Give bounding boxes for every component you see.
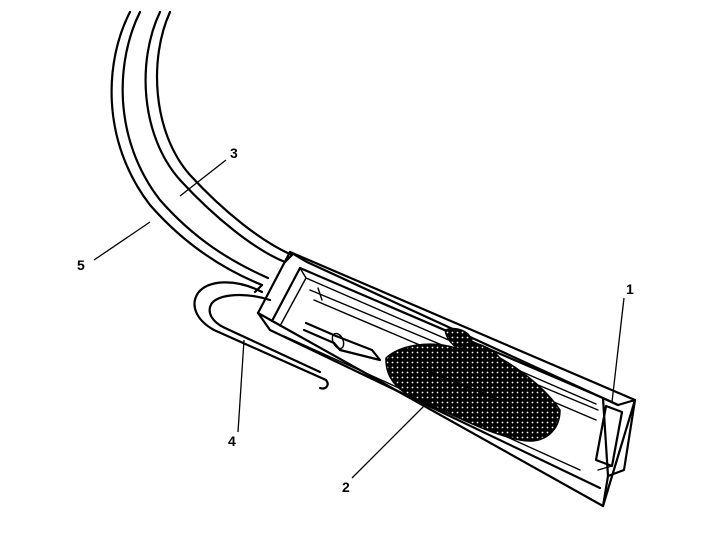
sensor-rod bbox=[302, 321, 382, 362]
callout-2: 2 bbox=[342, 479, 350, 495]
callout-3: 3 bbox=[230, 145, 238, 161]
callout-1: 1 bbox=[626, 281, 634, 297]
wire-harness bbox=[110, 10, 294, 287]
callout-4: 4 bbox=[228, 433, 236, 449]
return-tube bbox=[193, 281, 329, 390]
end-cap bbox=[594, 396, 637, 508]
leader-lines bbox=[93, 159, 625, 479]
callout-5: 5 bbox=[77, 257, 85, 273]
fuel-strainer bbox=[385, 327, 561, 442]
